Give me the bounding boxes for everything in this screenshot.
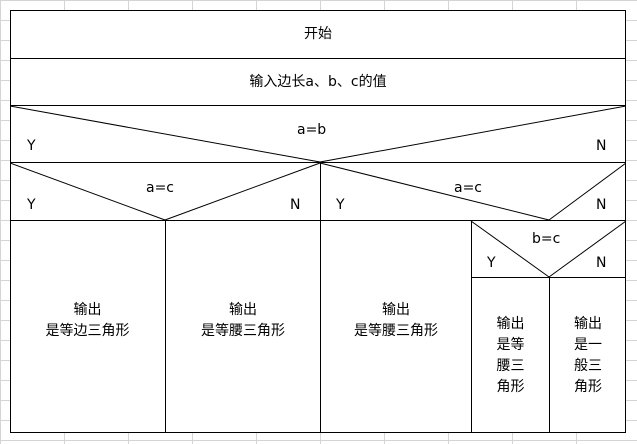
output-equilateral: 输出 是等边三角形: [45, 302, 130, 339]
start-text: 开始: [304, 26, 332, 42]
cond-bc-no: N: [596, 255, 607, 271]
diag-ab-right: [319, 105, 626, 163]
diag-bc-left: [470, 220, 550, 278]
cond-ac-yes: Y: [27, 197, 36, 213]
cond-ac2-yes: Y: [336, 197, 345, 213]
diag-ac-right: [164, 162, 321, 221]
cond-ac2-no: N: [596, 197, 607, 213]
output-isosceles-1: 输出 是等腰三角形: [201, 302, 285, 339]
cond-ab-text: a=b: [297, 122, 327, 138]
cond-ab-no: N: [596, 138, 607, 154]
cond-ac-text: a=c: [146, 180, 175, 196]
output-isosceles-3: 输出 是等 腰三 角形: [496, 315, 525, 395]
input-block: 输入边长a、b、c的值: [10, 59, 626, 106]
nassi-shneiderman-chart: 开始 输入边长a、b、c的值 a=b Y N a=c Y N a=c Y N b…: [10, 10, 626, 433]
diag-ab-left: [10, 105, 321, 163]
input-text: 输入边长a、b、c的值: [249, 74, 387, 90]
cond-ab-yes: Y: [27, 138, 36, 154]
diag-ac2-left: [319, 162, 550, 221]
diag-bc-right: [548, 220, 626, 278]
output-scalene: 输出 是一 般三 角形: [574, 315, 602, 395]
cond-bc-yes: Y: [487, 255, 496, 271]
output-isosceles-2: 输出 是等腰三角形: [354, 302, 438, 339]
cond-ac2-text: a=c: [454, 180, 483, 196]
diag-ac2-right: [548, 162, 626, 221]
diag-ac-left: [10, 162, 166, 221]
chart-lines: [10, 10, 626, 433]
start-block: 开始: [10, 10, 626, 59]
cond-ac-no: N: [290, 197, 301, 213]
cond-bc-text: b=c: [532, 231, 561, 247]
